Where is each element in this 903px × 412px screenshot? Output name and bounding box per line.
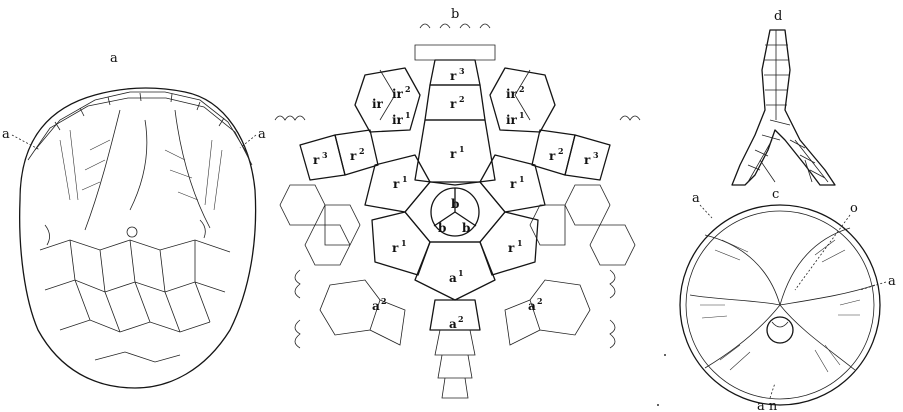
plate-label-r1-lower-right-sup: 1 xyxy=(517,238,523,248)
plate-label-a1-sup: 1 xyxy=(458,268,464,278)
plate-label-a1: a xyxy=(449,271,457,285)
figure-c-top-a-leader xyxy=(700,205,712,218)
figure-a-left-leader xyxy=(12,135,40,150)
figure-d-branching-arm xyxy=(732,30,835,185)
plate-label-a2-right: a xyxy=(528,299,536,313)
plate-label-r1-left-sup: 1 xyxy=(402,174,408,184)
plate-label-r1-lower-left-sup: 1 xyxy=(401,238,407,248)
figure-c-o-label: o xyxy=(850,201,858,216)
figure-c-an-leader xyxy=(770,383,775,398)
plate-label-r3-top: r xyxy=(450,69,457,83)
stray-dot xyxy=(664,354,666,356)
plate-label-r3-left-sup: 3 xyxy=(322,150,328,160)
plate-label-r3-left: r xyxy=(313,153,320,167)
plate-label-r1-lower-left: r xyxy=(392,241,399,255)
figure-a-calyx-side-view xyxy=(20,88,256,388)
figure-d-label: d xyxy=(774,9,782,24)
stray-dot xyxy=(657,404,659,406)
plate-label-b-left: b xyxy=(438,221,446,235)
figure-c-ventral-disc xyxy=(680,205,880,405)
plate-label-ir1-right: ir xyxy=(506,113,518,127)
figure-b-plate-diagram xyxy=(275,24,640,398)
plate-label-ir1-left: ir xyxy=(392,113,404,127)
plate-label-r3-right: r xyxy=(584,153,591,167)
plate-label-a2-right-sup: 2 xyxy=(537,296,543,306)
plate-label-r1-left: r xyxy=(393,177,400,191)
plate-label-r3-top-sup: 3 xyxy=(459,66,465,76)
plate-label-r1-right: r xyxy=(510,177,517,191)
plate-label-a2-left: a xyxy=(372,299,380,313)
plate-label-ir-left-a: ir xyxy=(372,97,384,111)
figure-c-label: c xyxy=(772,187,779,202)
figure-c-right-a-label: a xyxy=(888,274,896,289)
plate-label-r2-left-sup: 2 xyxy=(359,146,365,156)
plate-label-ir2-right-sup: 2 xyxy=(519,84,525,94)
figure-a-right-pointer-label: a xyxy=(258,127,266,142)
plate-label-b-right: b xyxy=(462,221,470,235)
plate-label-ir2-left-sup: 2 xyxy=(405,84,411,94)
plate-label-r1-top: r xyxy=(450,147,457,161)
figure-a-left-pointer-label: a xyxy=(2,127,10,142)
plate-label-r2-top: r xyxy=(450,97,457,111)
figure-c-o-leader xyxy=(795,215,850,290)
plate-label-r2-top-sup: 2 xyxy=(459,94,465,104)
plate-label-ir1-right-sup: 1 xyxy=(519,110,525,120)
plate-label-ir2-left: ir xyxy=(392,87,404,101)
plate-label-r2-left: r xyxy=(350,149,357,163)
plate-label-r1-lower-right: r xyxy=(508,241,515,255)
figure-c-an-label: a n xyxy=(757,399,778,412)
figure-b-label: b xyxy=(451,7,459,22)
plate-label-r3-right-sup: 3 xyxy=(593,150,599,160)
figure-c-top-a-label: a xyxy=(692,191,700,206)
plate-label-r1-right-sup: 1 xyxy=(519,174,525,184)
plate-label-r2-right-sup: 2 xyxy=(558,146,564,156)
plate-label-a2-center-sup: 2 xyxy=(458,314,464,324)
plate-label-a2-center: a xyxy=(449,317,457,331)
plate-label-ir1-left-sup: 1 xyxy=(405,110,411,120)
plate-label-ir2-right: ir xyxy=(506,87,518,101)
figure-c-right-a-leader xyxy=(860,282,886,290)
figure-a-label: a xyxy=(110,51,118,66)
plate-label-b-top: b xyxy=(451,197,459,211)
plate-label-a2-left-sup: 2 xyxy=(381,296,387,306)
plate-label-r2-right: r xyxy=(549,149,556,163)
plate-label-r1-top-sup: 1 xyxy=(459,144,465,154)
